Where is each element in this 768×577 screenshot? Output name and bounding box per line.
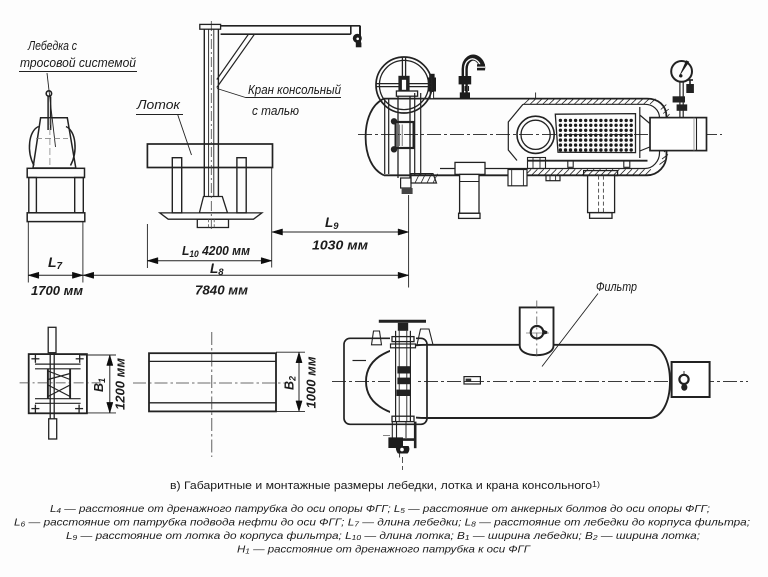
svg-text:B2: B2	[283, 376, 298, 390]
svg-text:с талью: с талью	[252, 104, 300, 118]
svg-text:1200 мм: 1200 мм	[114, 358, 128, 410]
svg-text:L9 — расстояние от лотка до ко: L9 — расстояние от лотка до корпуса филь…	[66, 530, 700, 542]
svg-text:B1: B1	[92, 378, 107, 392]
svg-text:1000 мм: 1000 мм	[305, 357, 319, 409]
svg-text:L6 — расстояние от патрубка по: L6 — расстояние от патрубка подвода нефт…	[14, 517, 750, 529]
svg-text:Фильтр: Фильтр	[596, 280, 637, 294]
svg-text:в) Габаритные и монтажные разм: в) Габаритные и монтажные размеры лебедк…	[170, 480, 600, 492]
svg-text:7840 мм: 7840 мм	[195, 283, 248, 298]
svg-text:Лоток: Лоток	[136, 98, 181, 112]
svg-text:Лебедка с: Лебедка с	[27, 39, 77, 53]
svg-text:1700 мм: 1700 мм	[31, 283, 83, 298]
svg-text:1030 мм: 1030 мм	[312, 238, 368, 253]
svg-text:L10 4200 мм: L10 4200 мм	[182, 243, 250, 259]
svg-text:L4 — расстояние от дренажного: L4 — расстояние от дренажного патрубка д…	[50, 503, 710, 515]
svg-text:тросовой системой: тросовой системой	[20, 56, 136, 70]
svg-text:H1 — расстояние от дренажного: H1 — расстояние от дренажного патрубка к…	[237, 544, 531, 556]
svg-text:Кран консольный: Кран консольный	[248, 83, 341, 97]
